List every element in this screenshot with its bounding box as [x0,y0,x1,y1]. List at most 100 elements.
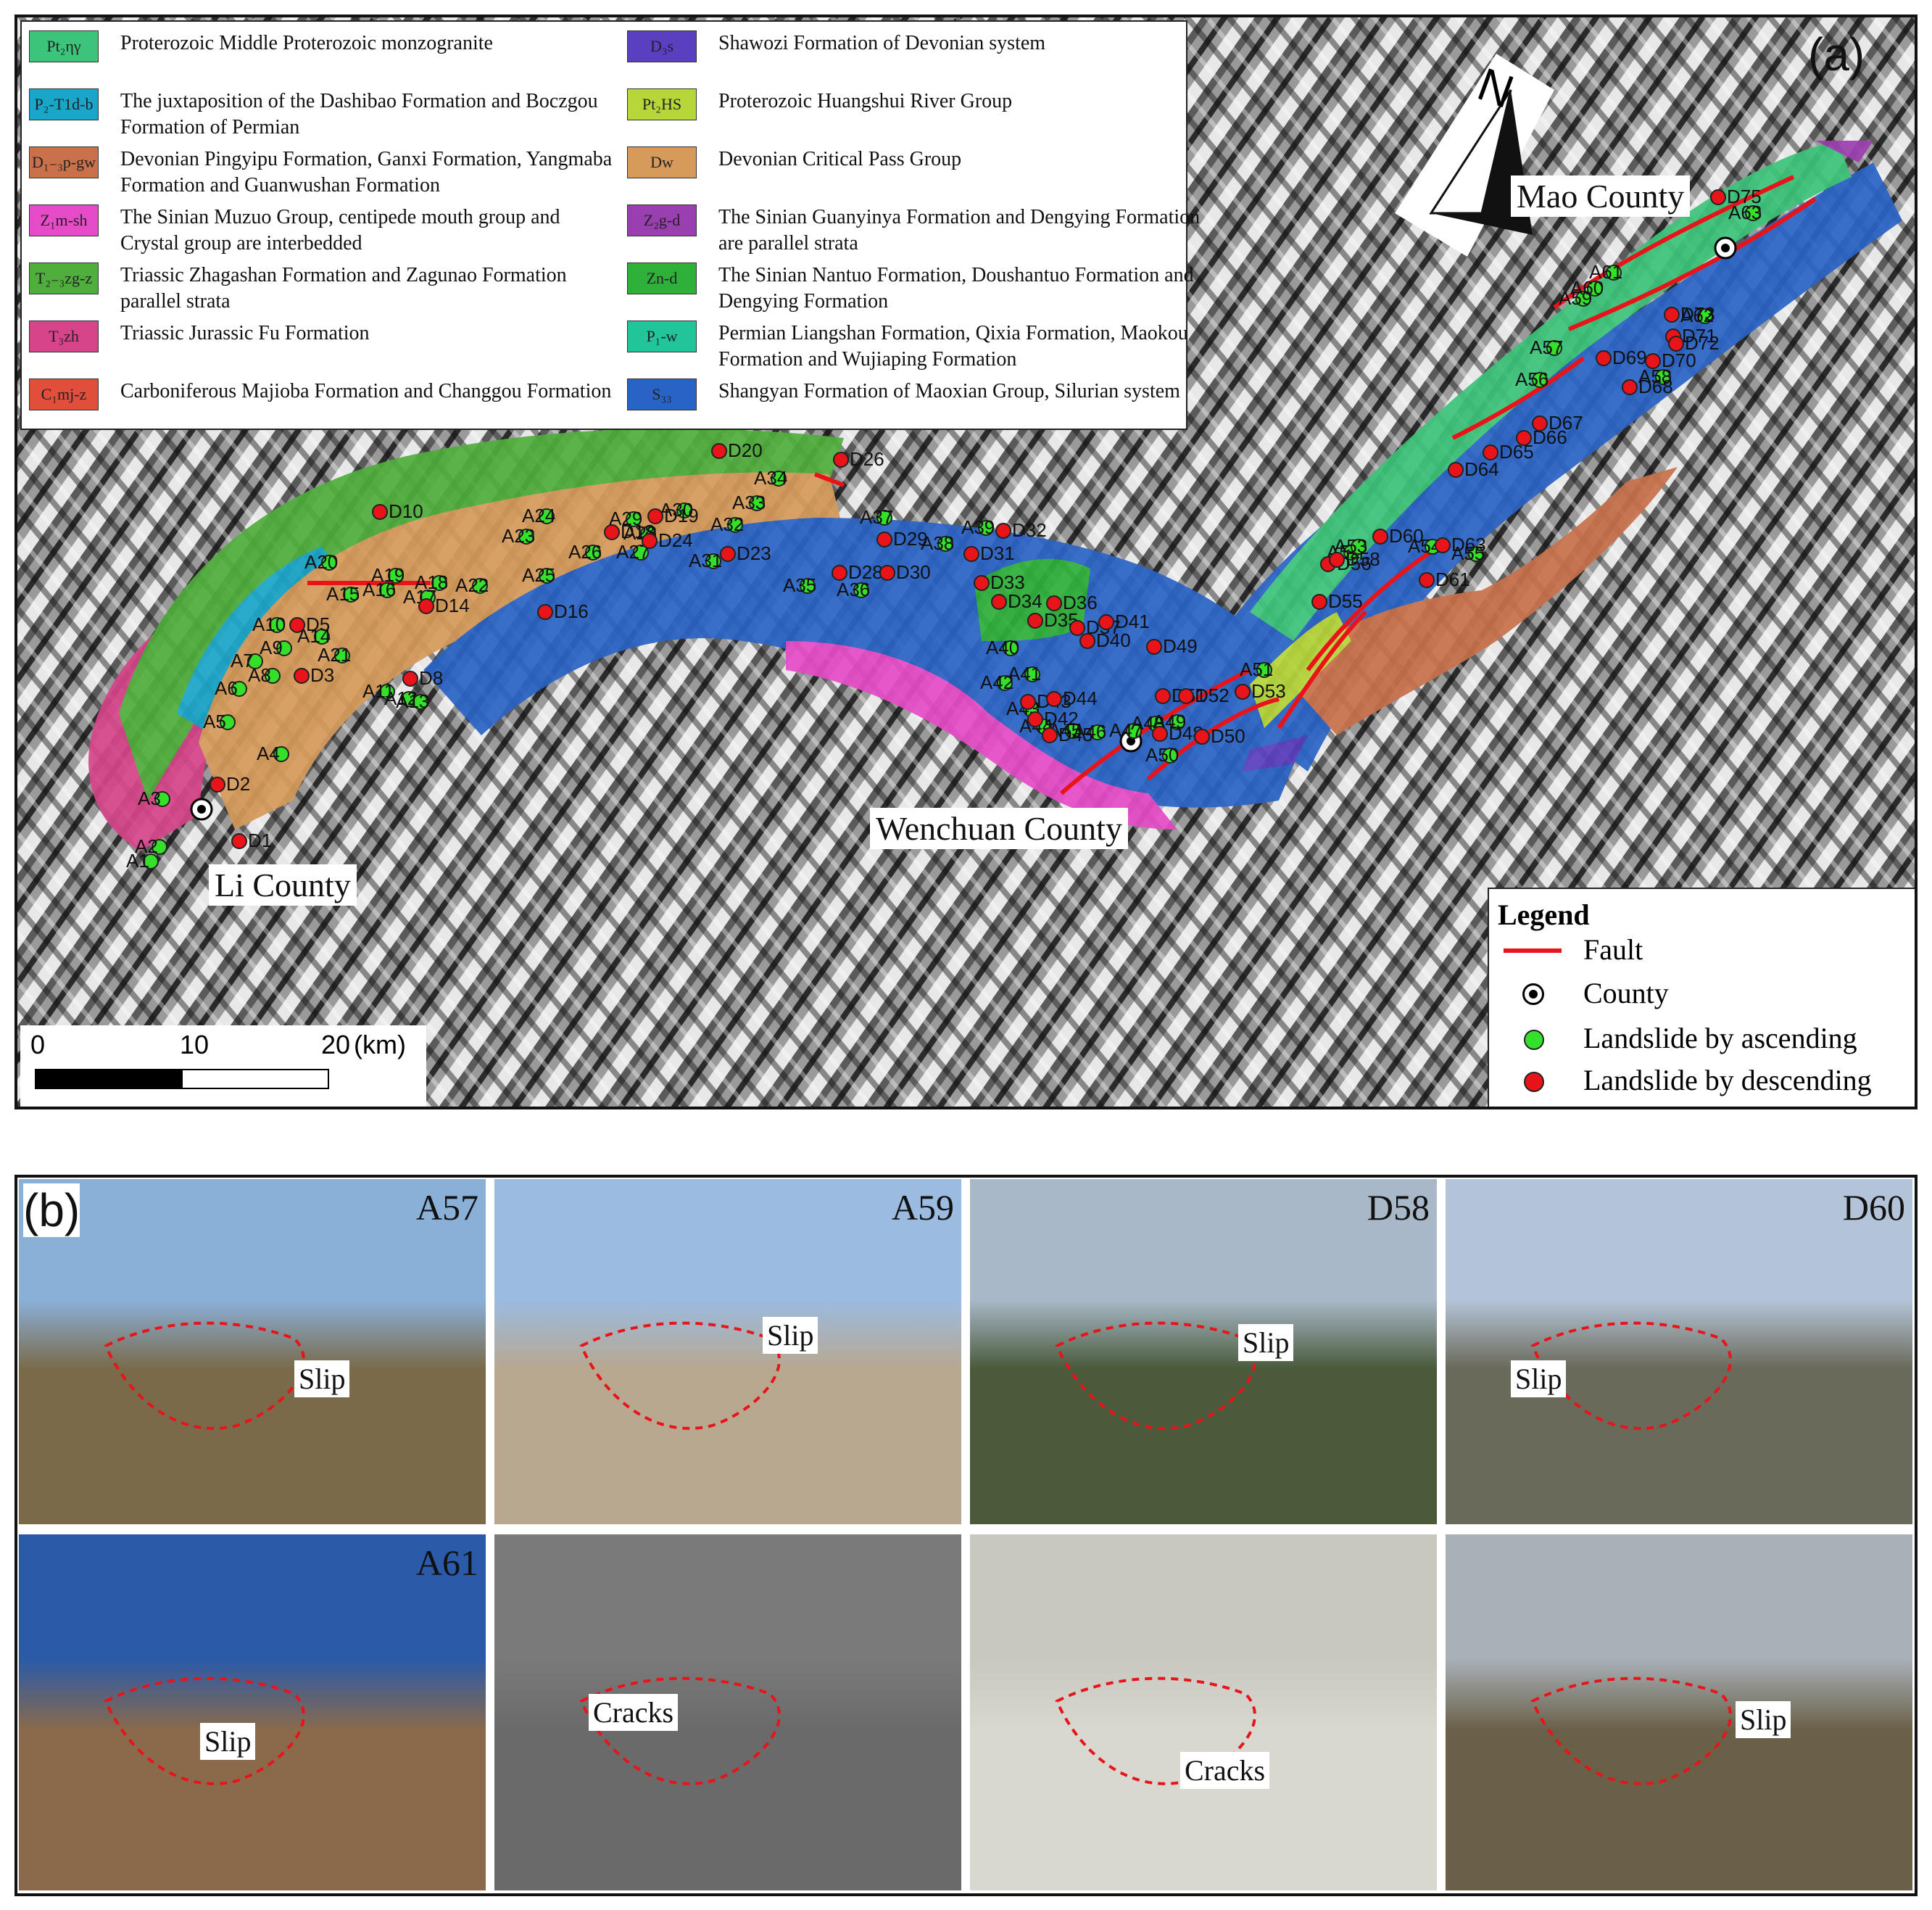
photo-tag: A59 [891,1187,954,1228]
photo-note: Slip [1736,1701,1791,1738]
landslide-ascending-point [379,582,395,598]
landslide-ascending-point [388,568,404,584]
landslide-descending-point [991,594,1007,610]
legend-county-label: County [1583,977,1669,1009]
landslide-ascending-label: A9 [260,637,283,658]
landslide-ascending-label: A30 [660,499,693,521]
landslide-ascending-label: A59 [1559,287,1592,309]
landslide-descending-point [995,523,1011,539]
landslide-descending-point [879,565,895,581]
landslide-ascending-label: A56 [1515,368,1548,390]
landslide-descending-point [963,546,979,562]
landslide-descending-label: D2 [226,773,250,795]
landslide-descending-label: D55 [1328,590,1363,612]
slip-outline [579,1321,781,1430]
photo-note: Slip [763,1317,818,1354]
landslide-ascending-label: A31 [689,550,722,571]
landslide-ascending-label: A55 [1451,542,1485,564]
legend-unit-text: Carboniferous Majioba Formation and Chan… [120,380,612,402]
slip-outline [1530,1677,1732,1785]
landslide-ascending-label: A19 [371,564,405,586]
legend-unit-text: Shangyan Formation of Maoxian Group, Sil… [718,380,1180,402]
landslide-descending-label: D33 [990,571,1025,593]
legend-swatch: D₃s [627,30,697,62]
landslide-ascending-label: A39 [961,516,995,538]
landslide-ascending-point [1126,723,1142,739]
legend-unit-text: Devonian Pingyipu Formation, Ganxi Forma… [120,148,613,197]
panel-b-label: (b) [23,1183,80,1237]
landslide-descending-label: D58 [1346,548,1380,570]
unit-z2g [1815,141,1873,162]
legend-fault-label: Fault [1583,933,1643,966]
landslide-ascending-label: A50 [1145,744,1179,766]
landslide-ascending-label: A5 [203,711,226,732]
landslide-ascending-label: A51 [1240,658,1273,680]
legend-swatch: Pt₂ηγ [29,30,99,62]
unit-zn-wenchuan [974,558,1090,641]
landslide-ascending-point [1468,546,1484,562]
landslide-ascending-label: A13 [396,690,429,712]
fault-line [1277,610,1368,729]
landslide-ascending-label: A21 [318,644,351,666]
unit-z1m [786,641,1177,830]
legend-unit-text: Devonian Critical Pass Group [718,148,962,170]
landslide-ascending-point [727,517,743,533]
landslide-ascending-point [1169,714,1185,730]
scale-tick-20: 20 [321,1030,351,1059]
landslide-ascending-label: A4 [257,743,280,764]
landslide-descending-point [642,533,658,549]
landslide-ascending-label: A24 [522,505,555,526]
landslide-ascending-point [321,555,337,571]
landslide-descending-point [294,668,310,684]
landslide-ascending-point [273,746,289,762]
landslide-descending-point [1448,462,1464,478]
landslide-ascending-label: A62 [1680,305,1714,326]
legend-descending-label: Landslide by descending [1583,1064,1872,1096]
landslide-descending-point [1027,613,1043,629]
landslide-descending-label: D3 [310,664,334,686]
landslide-ascending-point [1532,372,1548,388]
north-arrow: N [1388,46,1562,264]
legend-swatch: C₁mj-z [29,379,99,410]
landslide-descending-point [1178,688,1194,704]
landslide-descending-label: D67 [1548,412,1583,434]
landslide-ascending-point [1351,539,1367,555]
landslide-ascending-point [220,714,236,730]
landslide-ascending-point [1606,265,1622,281]
landslide-ascending-label: A57 [1530,336,1563,358]
legend-fault: Fault [1504,933,1643,967]
slip-outline [579,1677,781,1785]
landslide-ascending-point [1745,205,1761,221]
landslide-descending-label: D49 [1163,635,1198,657]
landslide-ascending-label: A40 [986,637,1019,658]
landslide-ascending-point [876,510,892,526]
landslide-ascending-point [633,545,649,561]
landslide-descending-label: D31 [980,542,1015,564]
landslide-ascending-label: A2 [135,835,158,857]
fault-line [1451,356,1585,440]
landslide-ascending-point [705,553,721,569]
landslide-descending-label: D40 [1096,629,1131,651]
landslide-descending-label: D5 [306,613,330,635]
landslide-ascending-point [937,536,953,552]
landslide-ascending-label: A8 [248,664,271,686]
landslide-ascending-point [1065,723,1081,739]
legend-ascending-label: Landslide by ascending [1583,1022,1857,1054]
landslide-ascending-point [978,520,994,536]
landslide-ascending-point [853,582,869,598]
landslide-descending-point [402,671,418,687]
legend-unit-text: Proterozoic Huangshui River Group [718,90,1013,112]
landslide-descending-point [1668,336,1684,352]
landslide-descending-label: D60 [1389,525,1424,547]
landslide-ascending-label: A47 [1109,719,1143,741]
landslide-ascending-label: A23 [502,525,535,547]
photo-tag: A57 [415,1187,478,1228]
landslide-descending-point [1046,595,1062,611]
landslide-descending-point [720,546,736,562]
landslide-ascending-label: A46 [1073,721,1106,743]
landslide-descending-point [1152,726,1168,742]
